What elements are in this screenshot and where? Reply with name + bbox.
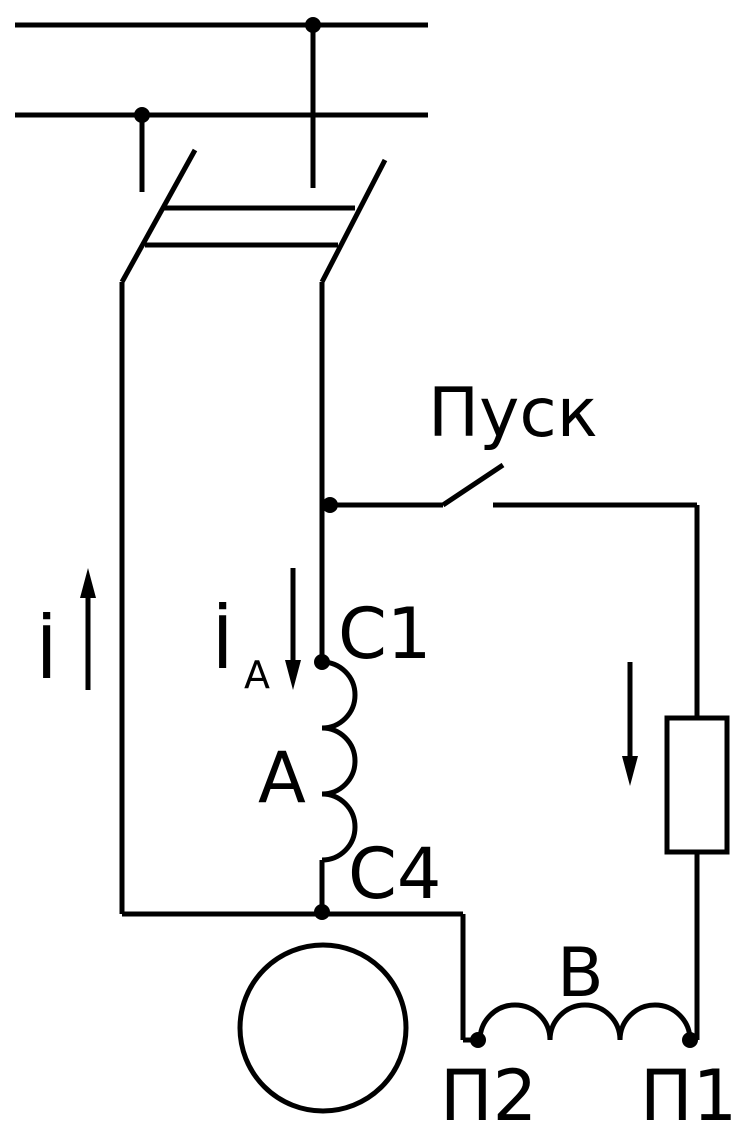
terminal-p2-label: П2 bbox=[440, 1055, 537, 1130]
arrow-ia-head bbox=[285, 660, 301, 690]
switch-blade-right bbox=[319, 158, 388, 284]
terminal-c1-dot bbox=[314, 654, 330, 670]
switch-blade-left bbox=[119, 148, 198, 284]
winding-a-label: A bbox=[258, 737, 306, 819]
winding-b-label: B bbox=[557, 934, 604, 1013]
current-total-label: İ bbox=[36, 611, 57, 695]
arrow-i-head bbox=[80, 568, 96, 598]
junction-top bbox=[305, 17, 321, 33]
start-button-contact bbox=[441, 462, 505, 508]
terminal-p1-dot bbox=[682, 1032, 698, 1048]
terminal-c4-label: C4 bbox=[348, 833, 441, 915]
current-a-label: İ bbox=[212, 601, 233, 685]
junction-c4 bbox=[314, 904, 330, 920]
winding-b-coil bbox=[477, 1002, 693, 1041]
start-button-label: Пуск bbox=[428, 374, 598, 453]
terminal-p2-dot bbox=[470, 1032, 486, 1048]
arrow-branch-head bbox=[622, 756, 638, 786]
terminal-p1-label: П1 bbox=[640, 1055, 737, 1130]
winding-a-coil bbox=[321, 659, 358, 863]
junction-bottom bbox=[134, 107, 150, 123]
current-a-subscript: A bbox=[244, 653, 270, 697]
resistor bbox=[664, 715, 730, 855]
terminal-c1-label: C1 bbox=[338, 593, 431, 675]
motor-rotor bbox=[237, 942, 409, 1114]
